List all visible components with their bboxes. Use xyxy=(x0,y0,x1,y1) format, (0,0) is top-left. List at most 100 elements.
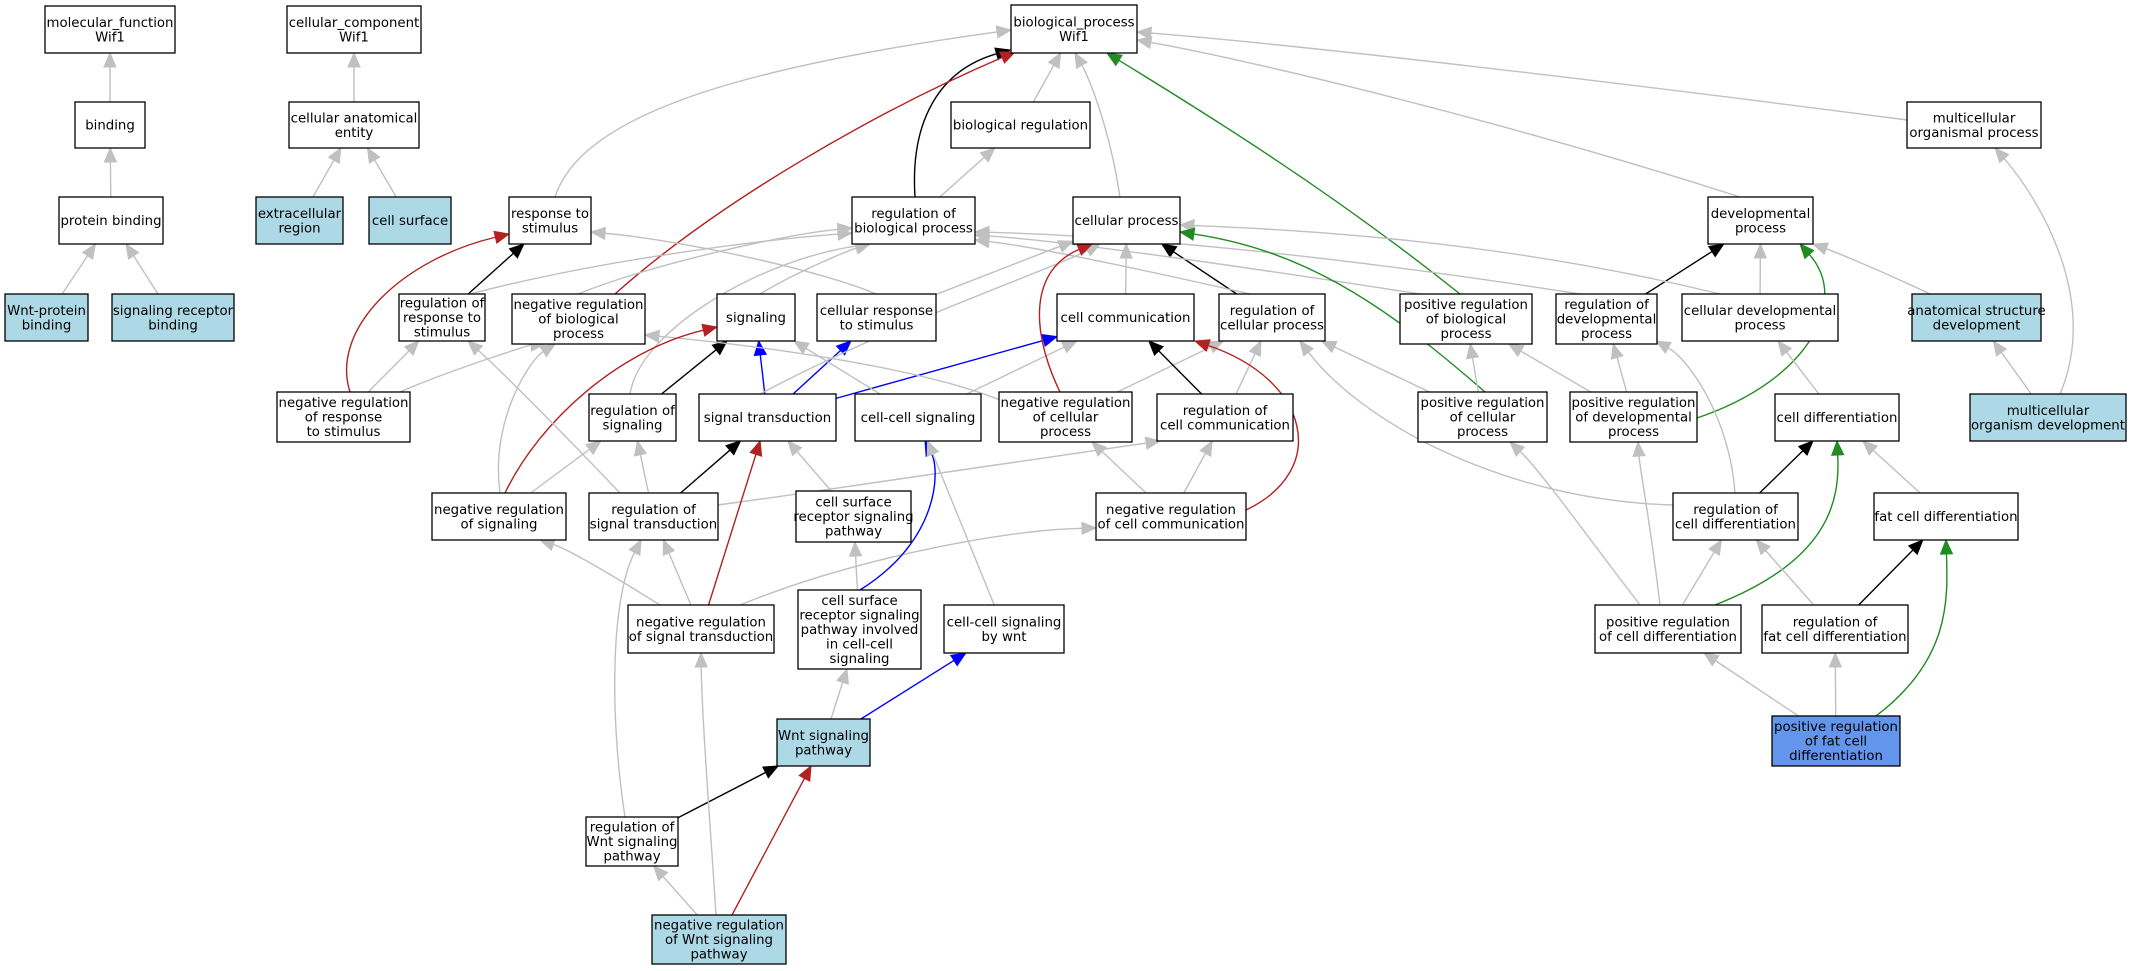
arrowhead xyxy=(1861,440,1879,456)
node-label-line: fat cell differentiation xyxy=(1763,630,1906,645)
go-term-node-fat-cell-differentiation[interactable]: fat cell differentiation xyxy=(1873,492,2019,541)
arrowhead xyxy=(662,538,676,556)
arrowhead xyxy=(749,439,763,457)
node-label-line: receptor signaling xyxy=(799,609,919,624)
node-box xyxy=(816,293,937,342)
arrowhead xyxy=(81,242,97,260)
node-label-line: biological regulation xyxy=(953,119,1088,134)
arrowhead xyxy=(1135,35,1153,50)
edge-positively-regulates xyxy=(1105,52,1461,295)
arrowhead xyxy=(585,440,602,456)
go-term-node-cell-surface[interactable]: cell surface xyxy=(368,196,452,245)
edge-is-a xyxy=(614,538,642,818)
edge-line xyxy=(1183,452,1207,494)
edge-line xyxy=(345,236,496,393)
node-label-line: process xyxy=(1734,318,1785,333)
node-box xyxy=(851,196,976,245)
edge-line xyxy=(1520,350,1592,393)
go-term-node-cellular-process[interactable]: cellular process xyxy=(1072,196,1181,245)
go-term-node-binding[interactable]: binding xyxy=(74,101,146,149)
node-label-line: developmental xyxy=(1557,313,1657,328)
arrowhead xyxy=(1074,51,1088,69)
node-label-line: Wif1 xyxy=(1059,30,1089,45)
node-label-line: cellular process xyxy=(1220,318,1324,333)
go-term-node-signaling[interactable]: signaling xyxy=(716,293,796,342)
edge-is-a xyxy=(830,667,849,720)
edge-regulates xyxy=(860,652,967,720)
node-box xyxy=(588,492,719,541)
edge-line xyxy=(1193,224,1721,295)
edge-is-a xyxy=(312,146,342,198)
edge-line xyxy=(668,552,692,606)
go-term-node-protein-binding[interactable]: protein binding xyxy=(58,196,164,245)
arrowhead xyxy=(926,439,940,457)
arrowhead xyxy=(1755,539,1771,556)
edge-line xyxy=(988,231,1581,295)
go-term-node-cell-communication[interactable]: cell communication xyxy=(1056,293,1195,342)
arrowhead xyxy=(1632,440,1646,457)
node-box xyxy=(1417,391,1548,443)
edge-line xyxy=(1786,351,1820,395)
node-box xyxy=(627,604,775,654)
node-box xyxy=(1761,604,1909,654)
node-box xyxy=(1594,604,1742,654)
node-label-line: protein binding xyxy=(60,214,161,229)
go-term-node-cell-differentiation[interactable]: cell differentiation xyxy=(1774,393,1900,442)
arrowhead xyxy=(643,329,661,344)
node-label-line: negative regulation xyxy=(279,396,409,411)
node-box xyxy=(74,101,146,149)
edge-is-a xyxy=(1992,339,2032,395)
edge-line xyxy=(1519,451,1641,606)
edge-line xyxy=(1208,344,1300,511)
go-term-node-cell-cell-signaling[interactable]: cell-cell signaling xyxy=(854,393,982,442)
go-term-node-signal-transduction[interactable]: signal transduction xyxy=(698,393,837,442)
go-term-node-biological-regulation[interactable]: biological regulation xyxy=(950,101,1091,149)
edge-layer xyxy=(61,25,2074,916)
node-label-line: organism development xyxy=(1971,418,2125,433)
node-label-line: regulation of xyxy=(1230,304,1315,319)
arrowhead xyxy=(1828,651,1843,668)
